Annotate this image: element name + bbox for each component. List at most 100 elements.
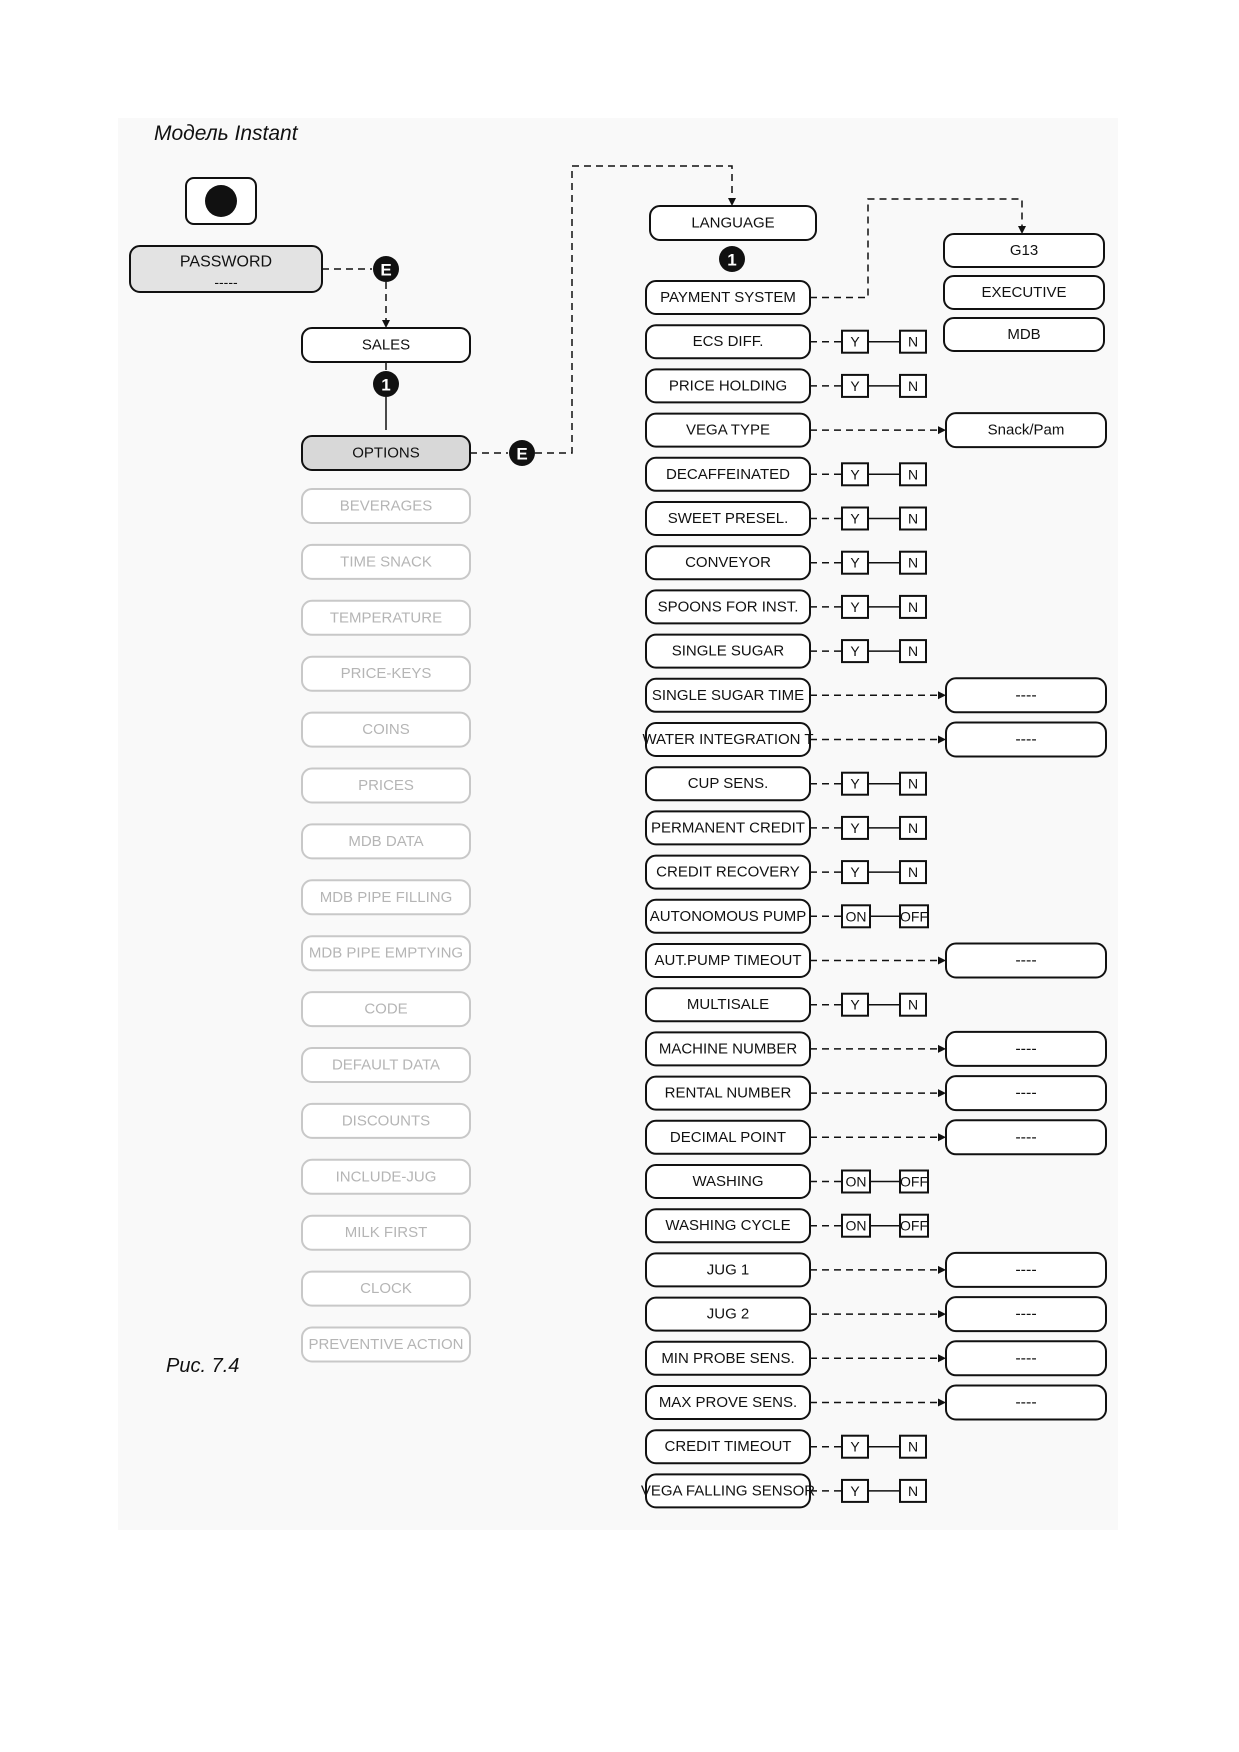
option-multisale-first-toggle-label: Y [850, 997, 860, 1013]
option-washing-cycle-second-toggle[interactable]: OFF [899, 1213, 929, 1238]
option-machine-number-box[interactable]: MACHINE NUMBER [645, 1031, 811, 1067]
option-multisale-second-toggle[interactable]: N [899, 992, 927, 1017]
option-ecs-diff-box[interactable]: ECS DIFF. [645, 324, 811, 360]
option-single-sugar-time-box[interactable]: SINGLE SUGAR TIME [645, 677, 811, 713]
menu-item-coins[interactable]: COINS [301, 711, 471, 748]
option-cup-sens-second-toggle-frame [899, 771, 927, 796]
option-washing-box[interactable]: WASHING [645, 1164, 811, 1199]
option-multisale-box[interactable]: MULTISALE [645, 987, 811, 1023]
payment-choice-g13[interactable]: G13 [943, 233, 1105, 268]
option-max-prove-sens-value-box[interactable]: ---- [945, 1384, 1107, 1421]
menu-item-preventive-action[interactable]: PREVENTIVE ACTION [301, 1326, 471, 1363]
option-decaffeinated-second-toggle-frame [899, 462, 927, 487]
menu-item-code[interactable]: CODE [301, 991, 471, 1028]
option-autonomous-pump-first-toggle[interactable]: ON [841, 904, 871, 929]
option-single-sugar-box[interactable]: SINGLE SUGAR [645, 633, 811, 669]
menu-item-discounts[interactable]: DISCOUNTS [301, 1102, 471, 1139]
menu-item-milk-first[interactable]: MILK FIRST [301, 1214, 471, 1251]
option-permanent-credit-second-toggle[interactable]: N [899, 815, 927, 840]
option-spoons-for-inst-second-toggle[interactable]: N [899, 594, 927, 619]
option-spoons-for-inst-box[interactable]: SPOONS FOR INST. [645, 589, 811, 625]
option-sweet-presel-box[interactable]: SWEET PRESEL. [645, 501, 811, 536]
payment-choice-executive[interactable]: EXECUTIVE [943, 275, 1105, 310]
option-price-holding-first-toggle[interactable]: Y [841, 373, 869, 398]
option-credit-timeout-first-toggle[interactable]: Y [841, 1434, 869, 1459]
option-conveyor-first-toggle[interactable]: Y [841, 550, 869, 575]
option-multisale-first-toggle[interactable]: Y [841, 992, 869, 1017]
option-credit-timeout-box[interactable]: CREDIT TIMEOUT [645, 1429, 811, 1465]
option-sweet-presel-first-toggle[interactable]: Y [841, 506, 869, 531]
option-water-integration-t-box[interactable]: WATER INTEGRATION T [642, 722, 814, 757]
option-cup-sens-box[interactable]: CUP SENS. [645, 766, 811, 802]
option-single-sugar-second-toggle[interactable]: N [899, 639, 927, 664]
option-jug-1-box[interactable]: JUG 1 [645, 1252, 811, 1288]
sales-box[interactable]: SALES [301, 327, 471, 363]
menu-item-mdb-pipe-filling[interactable]: MDB PIPE FILLING [301, 879, 471, 916]
option-cup-sens-second-toggle[interactable]: N [899, 771, 927, 796]
option-aut-pump-timeout-box[interactable]: AUT.PUMP TIMEOUT [645, 943, 811, 978]
option-decaffeinated-second-toggle[interactable]: N [899, 462, 927, 487]
option-aut-pump-timeout-value-box[interactable]: ---- [945, 942, 1107, 979]
option-min-probe-sens-value-box[interactable]: ---- [945, 1340, 1107, 1377]
option-vega-falling-sensor-box[interactable]: VEGA FALLING SENSOR [641, 1473, 815, 1509]
option-water-integration-t-arrow-head [938, 735, 946, 744]
option-sweet-presel-second-toggle[interactable]: N [899, 506, 927, 531]
option-min-probe-sens-box[interactable]: MIN PROBE SENS. [645, 1340, 811, 1376]
option-conveyor-second-toggle-label: N [908, 555, 918, 571]
option-autonomous-pump-box[interactable]: AUTONOMOUS PUMP [645, 898, 811, 934]
option-decaffeinated-first-toggle[interactable]: Y [841, 462, 869, 487]
option-vega-falling-sensor-first-toggle[interactable]: Y [841, 1478, 869, 1503]
option-price-holding-box[interactable]: PRICE HOLDING [645, 368, 811, 404]
option-jug-2-box[interactable]: JUG 2 [645, 1296, 811, 1332]
option-ecs-diff-first-toggle[interactable]: Y [841, 329, 869, 354]
option-permanent-credit-box[interactable]: PERMANENT CREDIT [645, 810, 811, 846]
option-decimal-point-value-box[interactable]: ---- [945, 1119, 1107, 1156]
option-permanent-credit-first-toggle[interactable]: Y [841, 815, 869, 840]
option-jug-2-value-box[interactable]: ---- [945, 1296, 1107, 1333]
options-box[interactable]: OPTIONS [301, 435, 471, 471]
menu-item-include-jug[interactable]: INCLUDE-JUG [301, 1158, 471, 1195]
option-washing-second-toggle[interactable]: OFF [899, 1169, 929, 1194]
option-vega-type-box[interactable]: VEGA TYPE [645, 412, 811, 448]
menu-item-default-data[interactable]: DEFAULT DATA [301, 1047, 471, 1083]
option-vega-type-value-box[interactable]: Snack/Pam [945, 412, 1107, 449]
option-rental-number-box[interactable]: RENTAL NUMBER [645, 1075, 811, 1111]
option-decaffeinated-box[interactable]: DECAFFEINATED [645, 456, 811, 492]
menu-item-mdb-pipe-emptying[interactable]: MDB PIPE EMPTYING [301, 935, 471, 972]
option-rental-number-value-box[interactable]: ---- [945, 1075, 1107, 1112]
menu-item-clock[interactable]: CLOCK [301, 1270, 471, 1307]
option-decimal-point-box[interactable]: DECIMAL POINT [645, 1119, 811, 1155]
option-vega-falling-sensor-second-toggle[interactable]: N [899, 1478, 927, 1503]
option-price-holding-second-toggle[interactable]: N [899, 373, 927, 398]
option-credit-timeout-second-toggle[interactable]: N [899, 1434, 927, 1459]
option-single-sugar-time-box-label: SINGLE SUGAR TIME [652, 687, 804, 704]
menu-item-beverages[interactable]: BEVERAGES [301, 488, 471, 524]
menu-item-mdb-data[interactable]: MDB DATA [301, 823, 471, 860]
language-box[interactable]: LANGUAGE [649, 205, 817, 241]
option-washing-first-toggle[interactable]: ON [841, 1169, 871, 1194]
option-single-sugar-time-value-box[interactable]: ---- [945, 677, 1107, 714]
option-max-prove-sens-box[interactable]: MAX PROVE SENS. [645, 1385, 811, 1420]
option-jug-1-value-box[interactable]: ---- [945, 1251, 1107, 1288]
option-autonomous-pump-second-toggle[interactable]: OFF [899, 904, 929, 929]
option-conveyor-second-toggle[interactable]: N [899, 550, 927, 575]
menu-item-price-keys[interactable]: PRICE-KEYS [301, 655, 471, 692]
option-vega-falling-sensor-first-toggle-label: Y [850, 1483, 860, 1499]
option-cup-sens-first-toggle[interactable]: Y [841, 771, 869, 796]
menu-item-temperature[interactable]: TEMPERATURE [301, 599, 471, 636]
option-washing-cycle-first-toggle[interactable]: ON [841, 1213, 871, 1238]
option-credit-recovery-second-toggle[interactable]: N [899, 860, 927, 885]
option-spoons-for-inst-first-toggle[interactable]: Y [841, 594, 869, 619]
payment-choice-mdb[interactable]: MDB [943, 317, 1105, 352]
option-single-sugar-first-toggle[interactable]: Y [841, 639, 869, 664]
option-water-integration-t-value-box[interactable]: ---- [945, 721, 1107, 758]
menu-item-prices[interactable]: PRICES [301, 767, 471, 804]
option-washing-cycle-box[interactable]: WASHING CYCLE [645, 1208, 811, 1244]
option-payment-system-box[interactable]: PAYMENT SYSTEM [645, 280, 811, 315]
option-credit-recovery-box[interactable]: CREDIT RECOVERY [645, 854, 811, 890]
option-credit-recovery-first-toggle[interactable]: Y [841, 860, 869, 885]
option-machine-number-value-box[interactable]: ---- [945, 1030, 1107, 1067]
option-ecs-diff-second-toggle[interactable]: N [899, 329, 927, 354]
menu-item-time-snack[interactable]: TIME SNACK [301, 543, 471, 580]
option-conveyor-box[interactable]: CONVEYOR [645, 545, 811, 581]
